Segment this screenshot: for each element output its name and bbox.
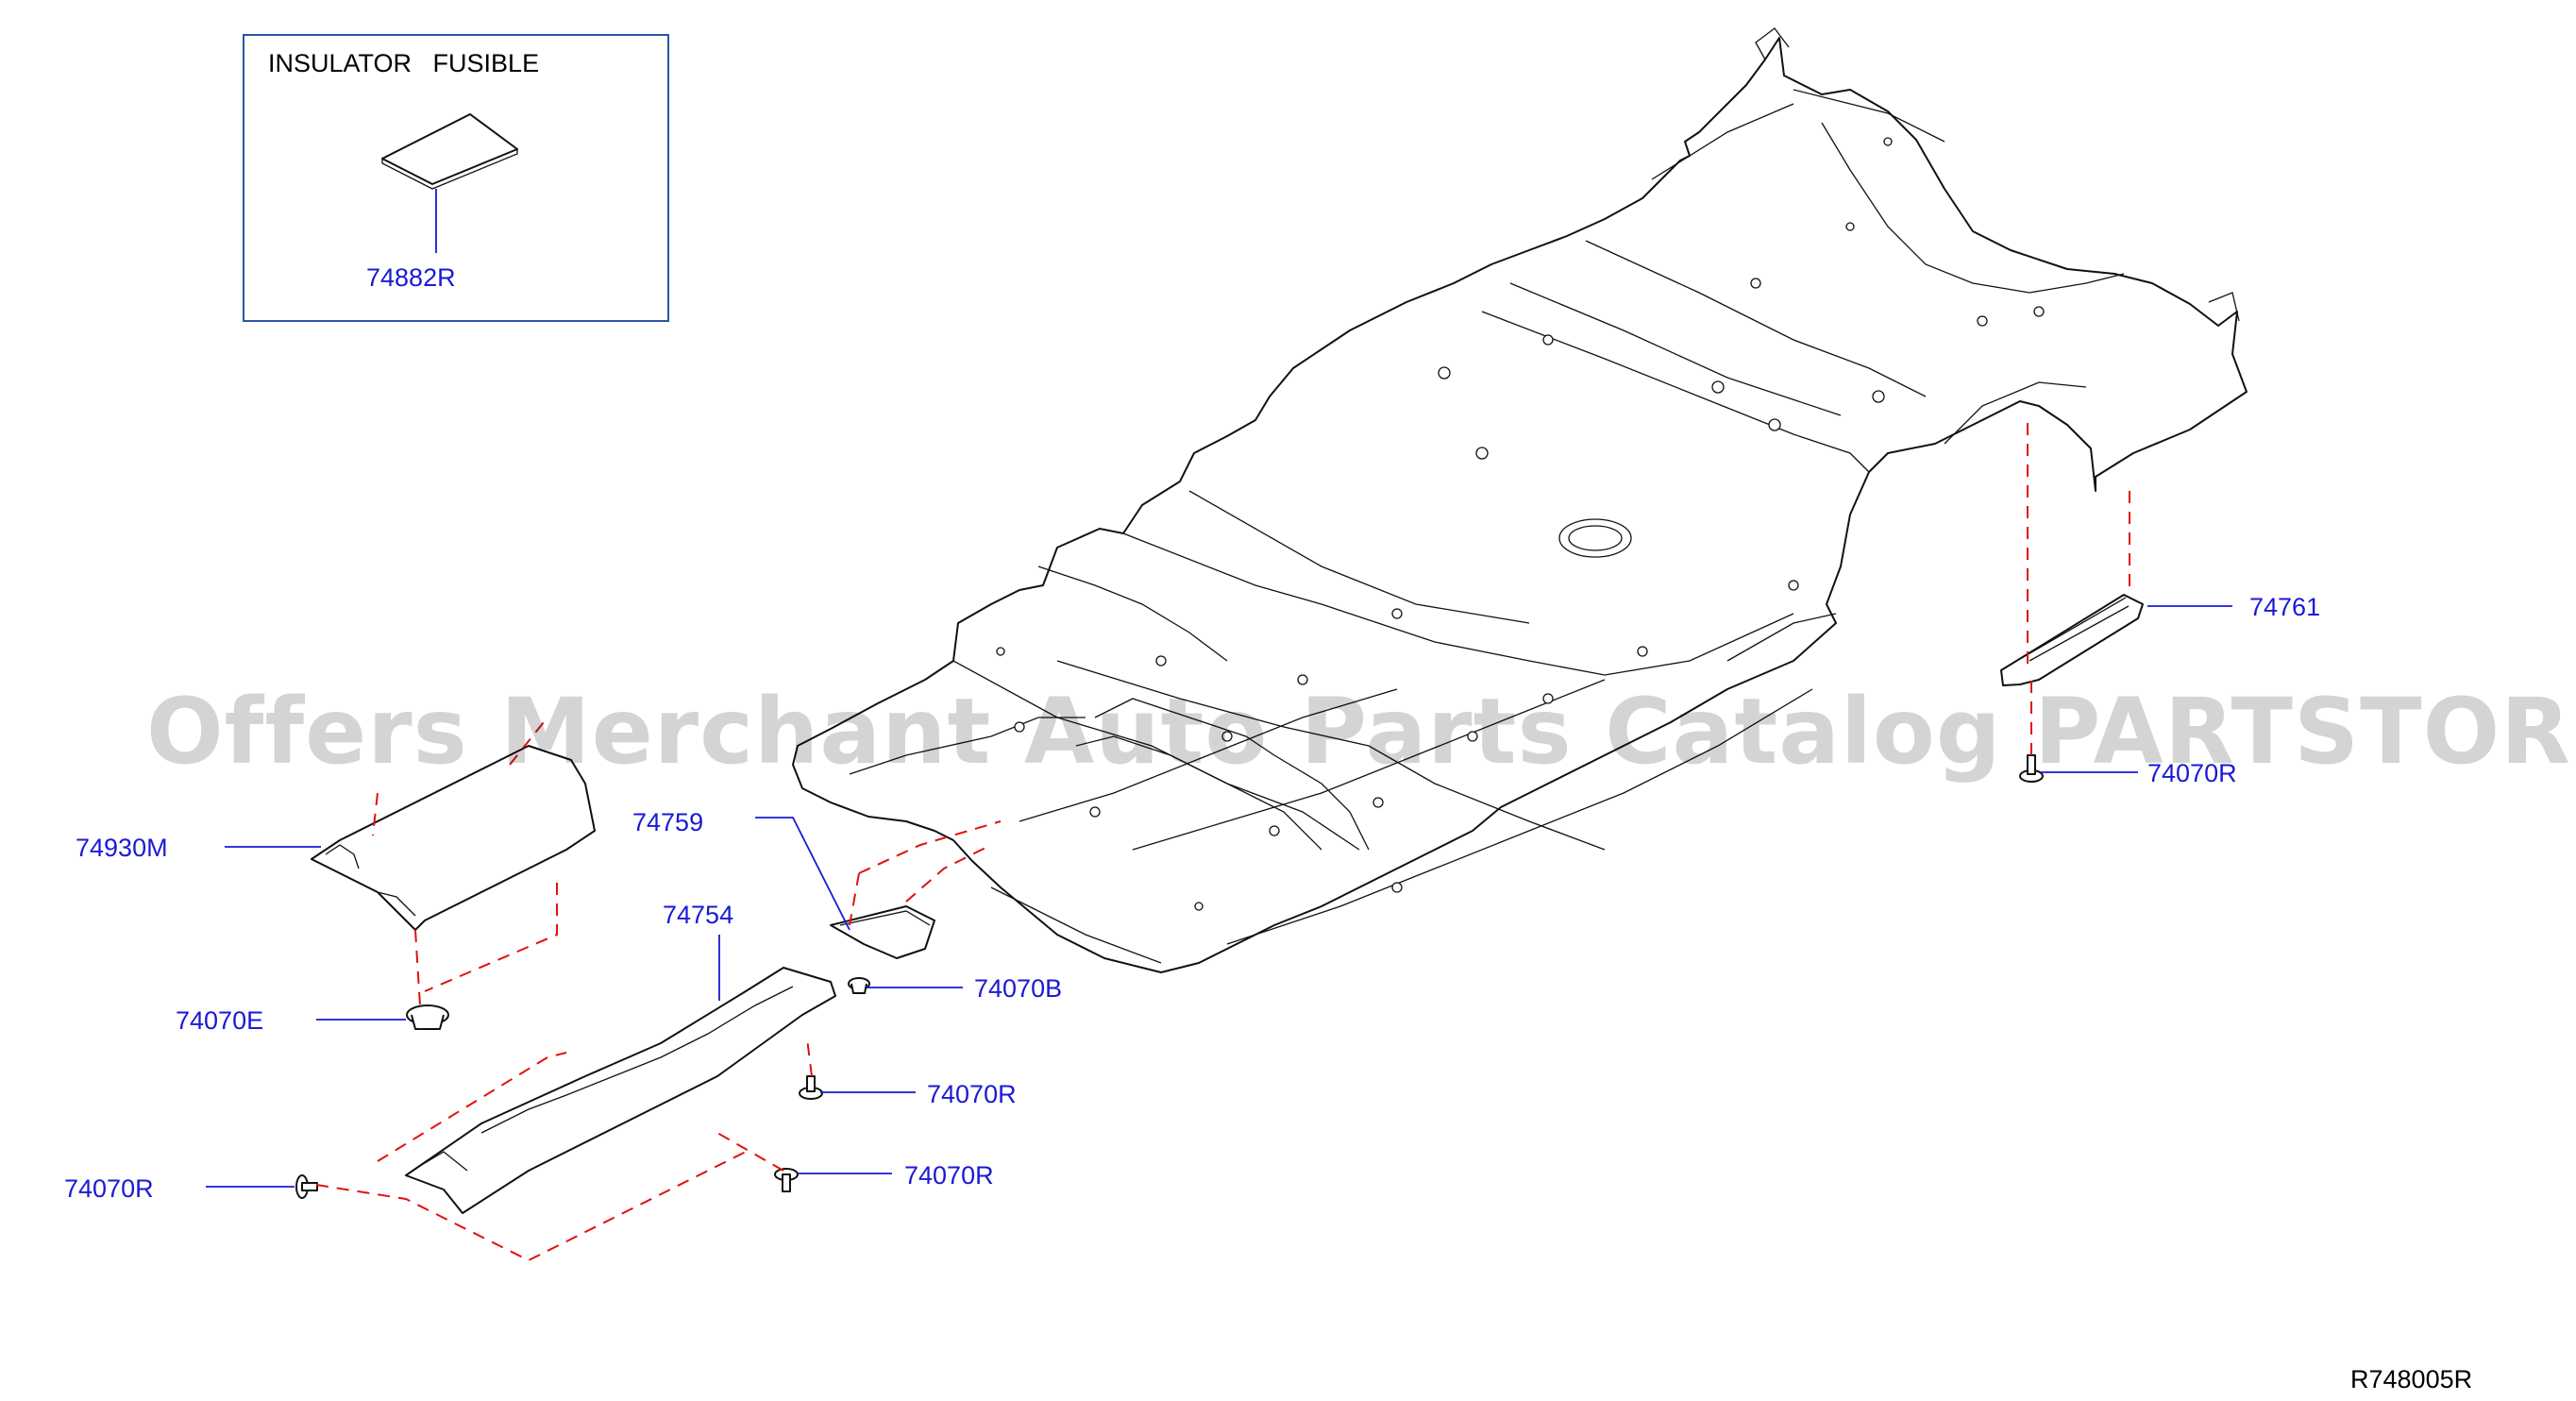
- insulator-74761-drawing: [2000, 594, 2144, 686]
- clip-74070E-drawing: [406, 1004, 449, 1030]
- leader-lines: [206, 605, 2232, 1188]
- insulator-74930M-drawing: [311, 745, 596, 931]
- inset-panel: INSULATOR FUSIBLE 74882R: [243, 34, 669, 322]
- callout-74754[interactable]: 74754: [663, 901, 733, 929]
- callout-74070B[interactable]: 74070B: [974, 974, 1062, 1003]
- watermark: Offers Merchant Auto Parts Catalog PARTS…: [146, 679, 2576, 785]
- callout-74759[interactable]: 74759: [632, 808, 703, 836]
- callout-74070R-left[interactable]: 74070R: [64, 1174, 154, 1203]
- clip-74070R-bottom-drawing: [774, 1168, 799, 1192]
- callout-74882R[interactable]: 74882R: [366, 263, 456, 292]
- callouts: 74761 74070R 74759 74070B 74930M 74070E …: [64, 593, 2320, 1203]
- callout-74070R-mid[interactable]: 74070R: [927, 1080, 1017, 1108]
- installation-guides: [315, 423, 2130, 1262]
- callout-74070R-right[interactable]: 74070R: [2147, 759, 2237, 787]
- insulator-74754-drawing: [405, 967, 836, 1214]
- clip-74070R-right-drawing: [2019, 754, 2044, 783]
- callout-74761[interactable]: 74761: [2249, 593, 2320, 621]
- callout-74070E[interactable]: 74070E: [176, 1006, 263, 1035]
- diagram-code: R748005R: [2350, 1365, 2472, 1393]
- clip-74070B-drawing: [848, 977, 870, 994]
- callout-74070R-bottom[interactable]: 74070R: [904, 1161, 994, 1190]
- clip-74070R-left-drawing: [295, 1174, 318, 1199]
- floor-panel-drawing: [792, 27, 2248, 973]
- insulator-pad-drawing: [381, 113, 518, 190]
- inset-title: INSULATOR FUSIBLE: [268, 49, 539, 77]
- callout-74930M[interactable]: 74930M: [76, 834, 168, 862]
- insulator-74759-drawing: [830, 905, 935, 959]
- clip-74070R-mid-drawing: [799, 1075, 823, 1100]
